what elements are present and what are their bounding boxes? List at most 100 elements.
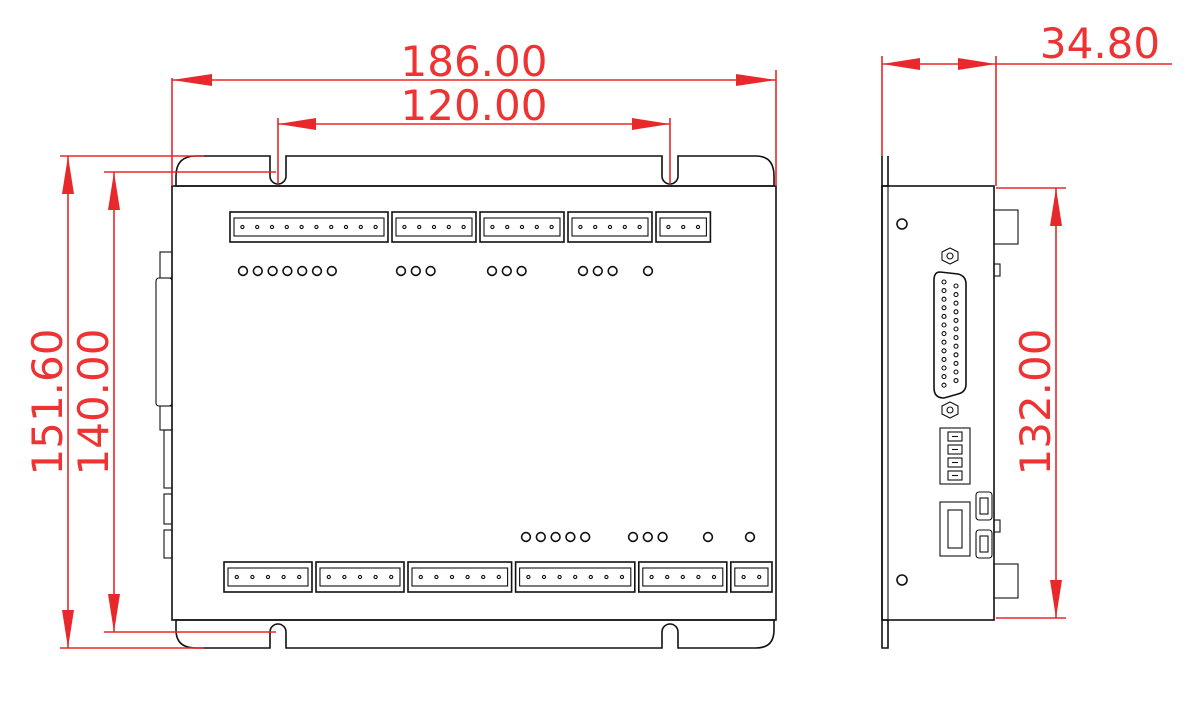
bottom-led (579, 531, 591, 543)
dim-34-arrow-left (882, 58, 920, 70)
db25-shell (933, 271, 967, 399)
terminal-pin (265, 574, 271, 580)
terminal-pin (417, 224, 422, 230)
top-terminal-block (229, 211, 389, 243)
side-right-tab-1 (993, 263, 1001, 277)
dim-overall-height: 151.60 (23, 329, 72, 476)
bottom-terminal-row (223, 561, 773, 593)
usb-ports (939, 491, 993, 559)
side-body (881, 185, 995, 621)
db25-pin (953, 343, 959, 349)
terminal-pin (573, 574, 578, 580)
terminal-pin (637, 224, 642, 230)
terminal-inner (734, 567, 769, 587)
terminal-pin (526, 574, 531, 580)
terminal-pin (649, 574, 654, 580)
usb-mini-bottom (975, 529, 993, 559)
bottom-terminal-block (729, 561, 773, 593)
terminal-pin (549, 224, 554, 230)
db25-pin (941, 339, 947, 345)
db25-pin (953, 369, 959, 375)
db25-pin (941, 296, 947, 302)
dim-side-depth: 34.80 (1040, 19, 1160, 68)
terminal-housing (315, 561, 405, 593)
side-mount-hole-bottom (896, 574, 908, 586)
bottom-led (627, 531, 639, 543)
terminal-pin (373, 224, 378, 230)
terminal-housing (567, 211, 653, 243)
top-led (592, 265, 603, 277)
top-led (642, 265, 654, 277)
dim-overall-width: 186.00 (401, 37, 548, 86)
db25-pin (953, 309, 959, 315)
terminal-pin (434, 574, 439, 580)
terminal-pin (711, 574, 717, 580)
terminal-pin (622, 224, 627, 230)
terminal-pin (695, 224, 701, 230)
terminal-inner (233, 217, 385, 237)
terminal-pin (757, 574, 762, 580)
bottom-led (565, 531, 576, 543)
top-terminal-row (229, 211, 712, 243)
terminal-housing (391, 211, 477, 243)
terminal-inner (319, 567, 401, 587)
side-right-tab-2 (993, 519, 1001, 533)
db25-pin (953, 300, 959, 306)
terminal-housing (729, 561, 773, 593)
terminal-pin (505, 224, 510, 230)
top-led (425, 265, 436, 277)
db25-pin (941, 356, 947, 362)
bottom-led (535, 531, 546, 543)
db25-pin (953, 283, 959, 289)
bottom-led (744, 531, 756, 543)
four-pin-contacts (947, 431, 963, 481)
bottom-terminal-block (407, 561, 513, 593)
top-led (237, 265, 249, 277)
db25-pin (953, 292, 959, 298)
db25-nut-bottom-hole (946, 406, 954, 414)
terminal-pin (541, 574, 547, 580)
terminal-pin (593, 224, 598, 230)
db25-pin (941, 382, 947, 388)
terminal-pin (358, 224, 363, 230)
terminal-pin (250, 574, 255, 580)
side-right-terminal-bottom (993, 563, 1019, 599)
top-led (252, 265, 263, 277)
db25-pin (941, 331, 947, 337)
terminal-inner (571, 217, 649, 237)
terminal-pin (607, 224, 613, 230)
top-led (607, 265, 618, 277)
dim-120-arrow-left (278, 118, 316, 130)
bottom-led-row (520, 531, 756, 543)
terminal-pin (588, 574, 593, 580)
db25-pin (953, 317, 959, 323)
dim-body-height: 140.00 (69, 329, 118, 476)
bottom-led (642, 531, 653, 543)
dim-151-arrow-bottom (62, 610, 74, 648)
terminal-housing (479, 211, 565, 243)
top-led (516, 265, 527, 277)
terminal-inner (519, 567, 632, 587)
terminal-pin (240, 224, 245, 230)
terminal-inner (411, 567, 509, 587)
terminal-pin (342, 574, 347, 580)
side-bracket-flange (881, 156, 889, 649)
bottom-led (702, 531, 714, 543)
usb-mini-top-inner (979, 497, 989, 515)
bottom-led (520, 531, 532, 543)
db25-pin (941, 365, 947, 371)
top-led (577, 265, 589, 277)
terminal-pin (496, 574, 501, 580)
terminal-inner (659, 217, 707, 237)
db25-pins (941, 279, 959, 388)
terminal-pin (465, 574, 470, 580)
left-connector-nut-top (159, 251, 173, 279)
bottom-led (550, 531, 561, 543)
db25-pin (941, 288, 947, 294)
usb-mini-top (975, 491, 993, 521)
terminal-housing (655, 211, 712, 243)
terminal-housing (637, 561, 728, 593)
terminal-pin (284, 224, 289, 230)
side-dimensions: 34.80 132.00 (881, 19, 1172, 619)
terminal-pin (297, 574, 302, 580)
